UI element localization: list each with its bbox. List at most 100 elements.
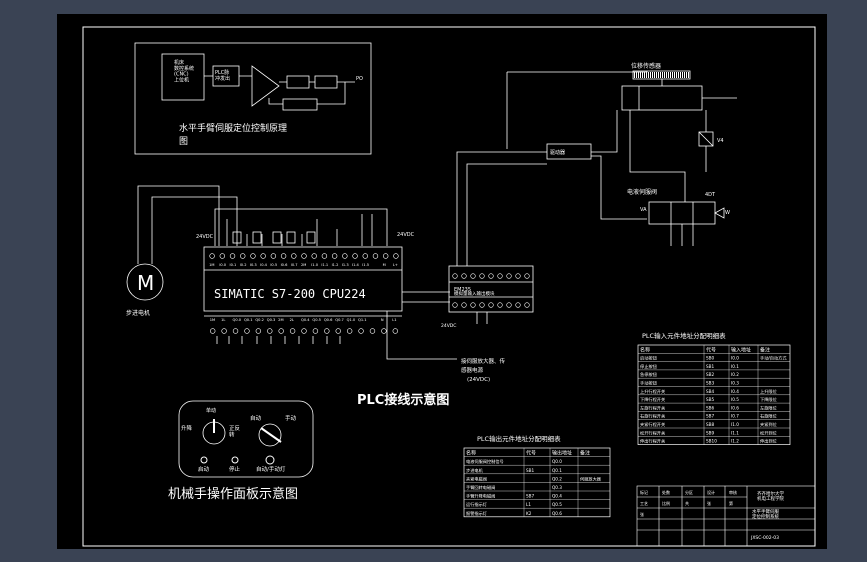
- servo-valve-body: [648, 201, 716, 225]
- output-stubs: [216, 336, 341, 344]
- table-cell: 伸出到位: [760, 438, 777, 445]
- knob1-label: 单动: [206, 407, 216, 414]
- plc-bottom-terminal-label: Q0.2: [255, 318, 264, 322]
- plc-top-screw: [240, 253, 246, 259]
- plc-bottom-screw: [221, 328, 227, 334]
- input-common-bus: [214, 208, 388, 246]
- servo-block-diagram: [134, 42, 372, 155]
- table-header-cell: 名称: [466, 450, 476, 457]
- sensor-scale-tick: [642, 72, 643, 78]
- knob1-right-label: 正反转: [229, 424, 241, 438]
- driver-to-valve: [591, 155, 647, 220]
- feedback-box: [282, 98, 318, 111]
- motor-label: 步进电机: [126, 309, 150, 317]
- em235-bottom-screw: [497, 302, 503, 308]
- school-name: 齐齐哈尔大学机电工程学院: [757, 490, 784, 502]
- sensor-scale-tick: [654, 72, 655, 78]
- cylinder: [621, 85, 703, 111]
- actuator-box: [314, 75, 338, 89]
- plc-bottom-terminal-label: Q1.0: [347, 318, 356, 322]
- sensor-scale-tick: [666, 72, 667, 78]
- plc-bottom-terminal-label: Q0.5: [312, 318, 321, 322]
- table-cell: SB9: [706, 430, 715, 435]
- plc-bottom-terminal-label: 2L: [290, 318, 294, 322]
- panel-title: 机械手操作面板示意图: [168, 486, 298, 502]
- em235-top-screw: [515, 273, 521, 279]
- start-lamp: [200, 456, 208, 464]
- plc-bottom-screw: [346, 328, 353, 334]
- table-cell: SB6: [706, 405, 715, 410]
- plc-top-terminal-label: I0.2: [240, 263, 247, 267]
- plc-bottom-terminal-label: L1: [392, 318, 396, 322]
- em235-top-screw: [479, 273, 485, 279]
- em235-top-screw: [452, 273, 458, 279]
- plc-model-label: SIMATIC S7-200 CPU224: [214, 287, 366, 301]
- table-cell: 右旋限位: [760, 413, 777, 420]
- sensor-scale-tick: [686, 72, 687, 78]
- sensor-scale: [634, 72, 689, 78]
- plc-supply-left: 24VDC: [196, 234, 214, 240]
- table-cell: SB2: [706, 372, 715, 377]
- plc-bottom-terminal-label: Q0.4: [301, 318, 310, 322]
- table-cell: 夹紧行程开关: [640, 421, 665, 428]
- table-header-cell: 输入地址: [731, 346, 751, 353]
- sensor-scale-tick: [638, 72, 639, 78]
- sensor-scale-tick: [660, 72, 661, 78]
- mode-lamp: [265, 455, 275, 465]
- sensor-scale-tick: [634, 72, 635, 78]
- plc-bottom-screw: [267, 328, 273, 334]
- table-cell: 上升限位: [760, 388, 777, 395]
- servo-valve-sections: [670, 202, 725, 224]
- em235-bottom-screw: [479, 302, 485, 308]
- plc-top-screw: [219, 253, 226, 259]
- sensor-scale-tick: [636, 72, 637, 78]
- table-header-cell: 备注: [760, 346, 770, 353]
- plc-bottom-terminal-label: N: [381, 318, 384, 322]
- plc-bottom-terminal-label: Q0.0: [233, 318, 242, 322]
- table-cell: 停止按钮: [640, 363, 657, 370]
- sensor-scale-tick: [670, 72, 671, 78]
- table-cell: 伺服放大器: [580, 475, 602, 482]
- plc-bottom-terminal-label: 1L: [221, 318, 225, 322]
- sensor-scale-tick: [664, 72, 665, 78]
- plc-bottom-screw: [324, 328, 330, 334]
- plc-bottom-terminal-label: Q0.6: [324, 318, 333, 322]
- valve-port-4dt: 4DT: [705, 192, 716, 198]
- plc-top-screw: [209, 253, 215, 259]
- table-cell: SB10: [706, 439, 717, 444]
- table-cell: Q0.6: [552, 511, 562, 516]
- title-block-cell: 共: [685, 500, 689, 506]
- table-cell: I0.3: [731, 381, 739, 386]
- sensor-scale-tick: [668, 72, 669, 78]
- amp-power-wire: [386, 311, 457, 360]
- plc-top-screw: [291, 253, 297, 259]
- plc-top-screw: [342, 253, 348, 259]
- plc-top-screw: [270, 253, 277, 259]
- plc-top-screw: [311, 253, 317, 259]
- plc-input-wiring: [214, 208, 388, 246]
- plc-top-terminal-label: I0.1: [230, 263, 237, 267]
- driver-box: [546, 143, 592, 160]
- table-cell: 急停按钮: [640, 371, 657, 378]
- table-cell: Q0.2: [552, 476, 562, 481]
- title-block-cell: 张: [640, 511, 644, 517]
- plc-top-terminal-label: I1.4: [352, 263, 359, 267]
- plc-bottom-screw: [369, 328, 376, 334]
- em235-module: [448, 151, 547, 324]
- sensor-scale-tick: [652, 72, 653, 78]
- table-header-cell: 输出地址: [552, 450, 572, 457]
- sensor-scale-tick: [678, 72, 679, 78]
- title-block-cell: 张: [707, 500, 711, 506]
- table-cell: 右旋行程开关: [640, 413, 665, 420]
- table-cell: SB0: [706, 356, 715, 361]
- em235-bottom-screw: [515, 302, 521, 308]
- plc-top-terminal-label: M: [383, 263, 386, 267]
- plc-unit: [203, 246, 403, 317]
- plc-bottom-terminal-label: 1M: [210, 318, 215, 322]
- drawing-sheet: 机床数控系统(CNC)上位机 PLC脉冲发出 PO 水平手臂伺服定位控制原理 图…: [57, 14, 827, 549]
- plc-top-terminal-label: I1.2: [332, 263, 339, 267]
- plc-bottom-screw: [255, 328, 262, 334]
- table-header-cell: 名称: [640, 346, 650, 353]
- em235-body: [448, 265, 534, 313]
- knob1-left-label: 升降: [181, 424, 193, 432]
